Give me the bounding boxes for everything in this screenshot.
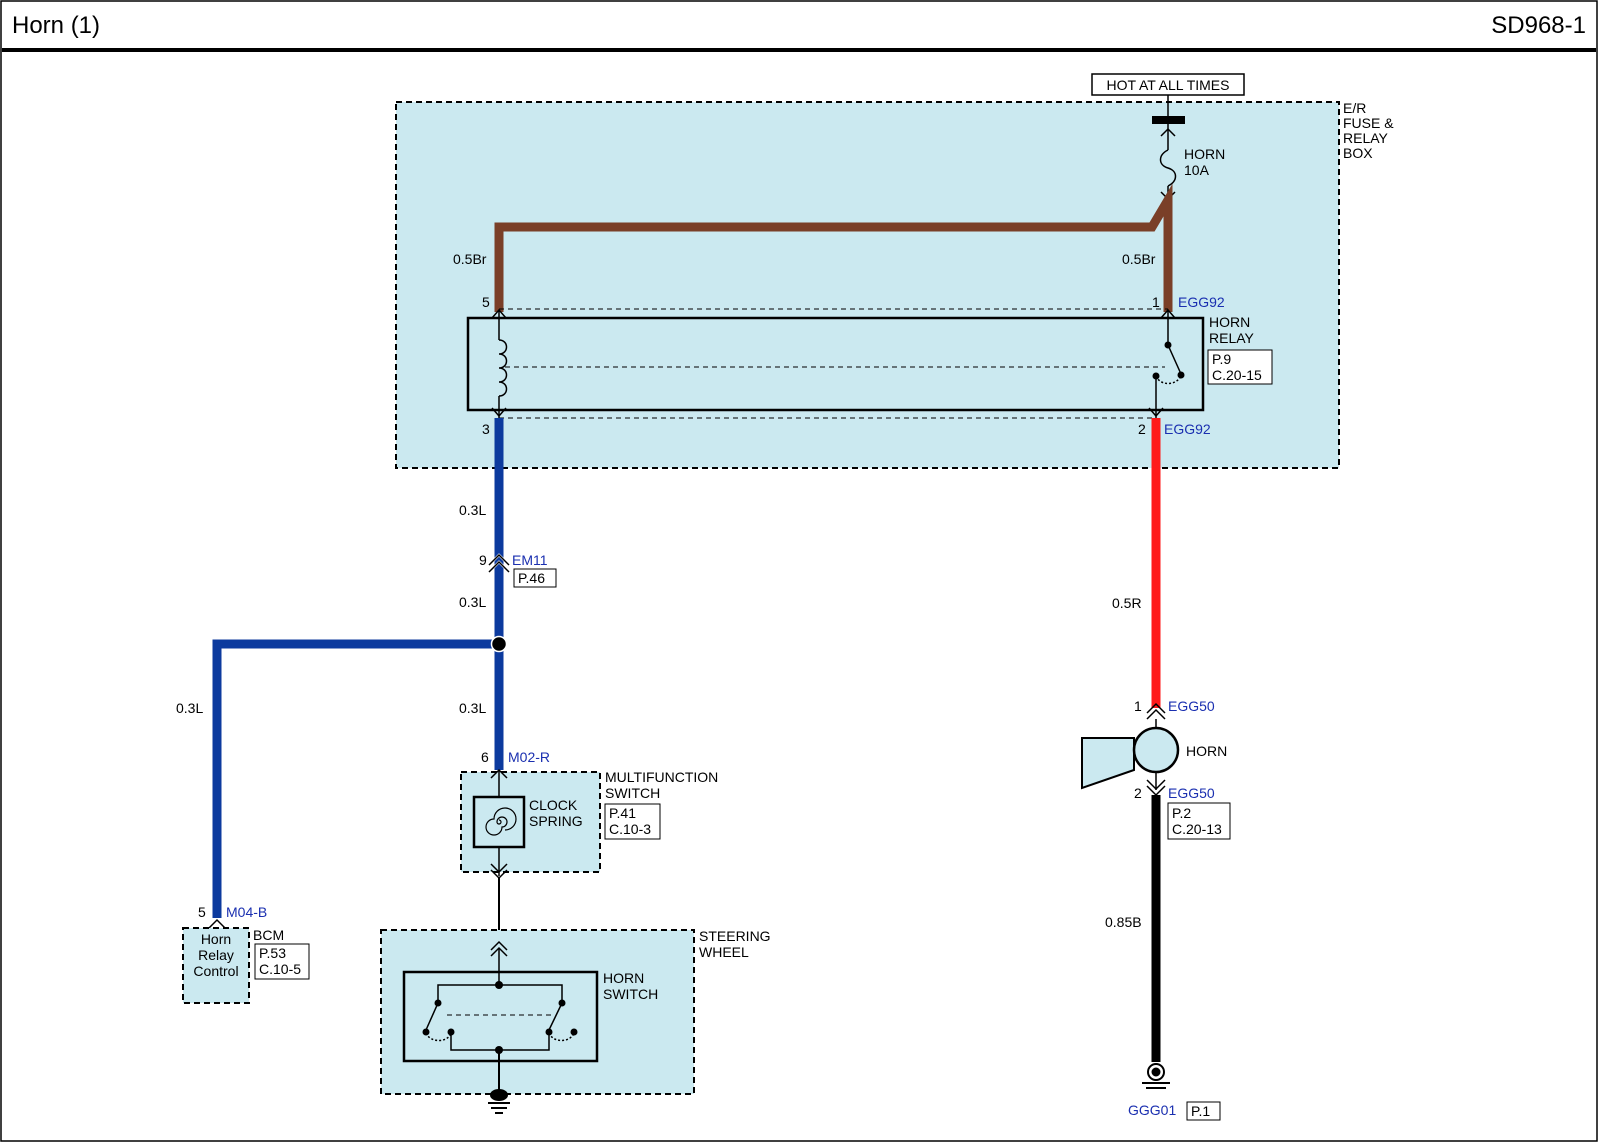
relay-pin-3: 3 xyxy=(482,421,490,437)
multifunction-ref-page: P.41 xyxy=(609,805,636,821)
steering-wheel xyxy=(380,929,695,1095)
bcm-ref-conn: C.10-5 xyxy=(259,961,301,977)
relay-coil xyxy=(491,308,508,418)
horn-ref-page: P.2 xyxy=(1172,805,1191,821)
bcm-box-label-3: Control xyxy=(193,963,238,979)
fuse-box-label-2: FUSE & xyxy=(1343,115,1394,131)
page-title: Horn (1) xyxy=(12,12,101,39)
multifunction-ref-conn: C.10-3 xyxy=(609,821,651,837)
ground-ref: P.1 xyxy=(1191,1103,1210,1119)
horn-pin-top: 1 xyxy=(1134,698,1142,714)
relay-name-1: HORN xyxy=(1209,314,1250,330)
em11-pin: 9 xyxy=(479,552,487,568)
horn-conn-bottom: EGG50 xyxy=(1168,785,1215,801)
em11-ref: P.46 xyxy=(518,570,545,586)
fuse-relay-box xyxy=(395,101,1340,469)
title-bar: Horn (1) SD968-1 xyxy=(2,2,1596,52)
relay-ref-conn: C.20-15 xyxy=(1212,367,1262,383)
ground-icon-ggg01 xyxy=(1142,1063,1170,1089)
horn-pin-bottom: 2 xyxy=(1134,785,1142,801)
brown-wire xyxy=(494,183,1173,312)
wire-label-b-1: 0.85B xyxy=(1105,914,1142,930)
wire-label-br-left: 0.5Br xyxy=(453,251,487,267)
bcm-name: BCM xyxy=(253,927,284,943)
horn-name: HORN xyxy=(1186,743,1227,759)
blue-wire-bcm xyxy=(212,639,499,918)
relay-conn-bottom: EGG92 xyxy=(1164,421,1211,437)
wire-label-br-right: 0.5Br xyxy=(1122,251,1156,267)
ground-icon-steering xyxy=(488,1089,510,1114)
diagram-code: SD968-1 xyxy=(1491,12,1586,39)
multifunction-name-1: MULTIFUNCTION xyxy=(605,769,718,785)
clock-spring-label-2: SPRING xyxy=(529,813,583,829)
wire-label-r-1: 0.5R xyxy=(1112,595,1142,611)
horn-conn-top: EGG50 xyxy=(1168,698,1215,714)
wire-label-l-3: 0.3L xyxy=(459,700,486,716)
clock-spring-icon xyxy=(485,807,517,836)
bcm-box-label-2: Relay xyxy=(198,947,234,963)
bcm-pin: 5 xyxy=(198,904,206,920)
bcm-conn: M04-B xyxy=(226,904,267,920)
bcm-box-label-1: Horn xyxy=(201,931,231,947)
relay-ref-page: P.9 xyxy=(1212,351,1231,367)
fuse-box-label-3: RELAY xyxy=(1343,130,1389,146)
horn-ref-conn: C.20-13 xyxy=(1172,821,1222,837)
relay-conn-top: EGG92 xyxy=(1178,294,1225,310)
bcm-box xyxy=(182,927,250,1004)
relay-contact xyxy=(1148,308,1182,418)
relay-pin-5: 5 xyxy=(482,294,490,310)
wire-label-l-2: 0.3L xyxy=(459,594,486,610)
m02-name: M02-R xyxy=(508,749,550,765)
steering-name-1: STEERING xyxy=(699,928,771,944)
horn-icon xyxy=(1081,726,1180,790)
fuse-rating: 10A xyxy=(1184,162,1210,178)
fuse-box-label-4: BOX xyxy=(1343,145,1373,161)
fuse-name: HORN xyxy=(1184,146,1225,162)
horn-switch-name-2: SWITCH xyxy=(603,986,658,1002)
horn-switch xyxy=(402,970,599,1063)
em11-name: EM11 xyxy=(512,552,548,568)
steering-name-2: WHEEL xyxy=(699,944,749,960)
relay-pin-2: 2 xyxy=(1138,421,1146,437)
clock-spring-label-1: CLOCK xyxy=(529,797,578,813)
multifunction-switch xyxy=(460,771,601,873)
wire-label-l-4: 0.3L xyxy=(176,700,203,716)
m02-pin: 6 xyxy=(481,749,489,765)
bcm-ref-page: P.53 xyxy=(259,945,286,961)
power-bus-bar xyxy=(1152,116,1185,124)
ground-name: GGG01 xyxy=(1128,1102,1176,1118)
horn-switch-name-1: HORN xyxy=(603,970,644,986)
relay-pin-1: 1 xyxy=(1152,294,1160,310)
wire-label-l-1: 0.3L xyxy=(459,502,486,518)
relay-name-2: RELAY xyxy=(1209,330,1255,346)
horn-relay xyxy=(466,316,1205,412)
hot-label: HOT AT ALL TIMES xyxy=(1107,77,1230,93)
splice-point xyxy=(490,635,508,653)
fuse-box-label-1: E/R xyxy=(1343,100,1366,116)
multifunction-name-2: SWITCH xyxy=(605,785,660,801)
